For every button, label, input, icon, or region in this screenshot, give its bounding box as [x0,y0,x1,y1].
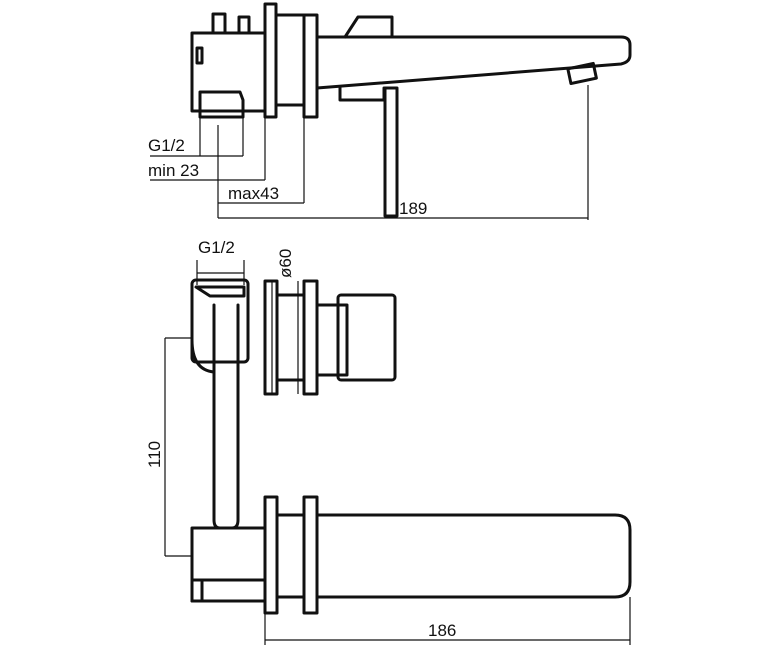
handle-cartridge [315,303,349,377]
wall-plate-back [302,13,319,119]
bottom-view: G1/2 ø60 110 186 [145,238,632,645]
diameter-label: ø60 [276,249,295,278]
upper-plate-front [263,279,279,396]
spout [315,35,632,90]
aerator [566,61,598,86]
lever-base [338,86,386,102]
plate-spacer [274,13,306,107]
lower-plate-back [302,495,319,615]
lower-stub [190,578,204,603]
handle-top [343,15,394,39]
riser-pipe [212,303,240,530]
valve-knob-right [237,15,251,35]
min-depth-label: min 23 [148,161,199,180]
thread-label-top: G1/2 [148,136,185,155]
valve-slot [195,46,204,65]
wall-plate-front [263,2,278,119]
thread-label-bottom: G1/2 [198,238,235,257]
spout-length-bottom: 186 [428,621,456,640]
outlet-connector [198,90,245,119]
valve-body-upper [190,278,250,364]
lower-spacer [275,513,306,599]
thread-connector [194,285,246,298]
lower-plate-front [263,495,279,615]
upper-plate-back [302,279,319,396]
top-view: G1/2 min 23 max43 189 [148,2,632,220]
max-depth-label: max43 [228,184,279,203]
spout-lower [315,513,632,599]
height-label: 110 [145,441,164,468]
handle-block [336,293,397,382]
upper-spacer [275,293,306,382]
elbow [190,338,216,374]
spout-length-top: 189 [399,199,427,218]
valve-knob-left [211,12,227,35]
valve-body [190,31,267,113]
lever-stem [383,86,399,218]
